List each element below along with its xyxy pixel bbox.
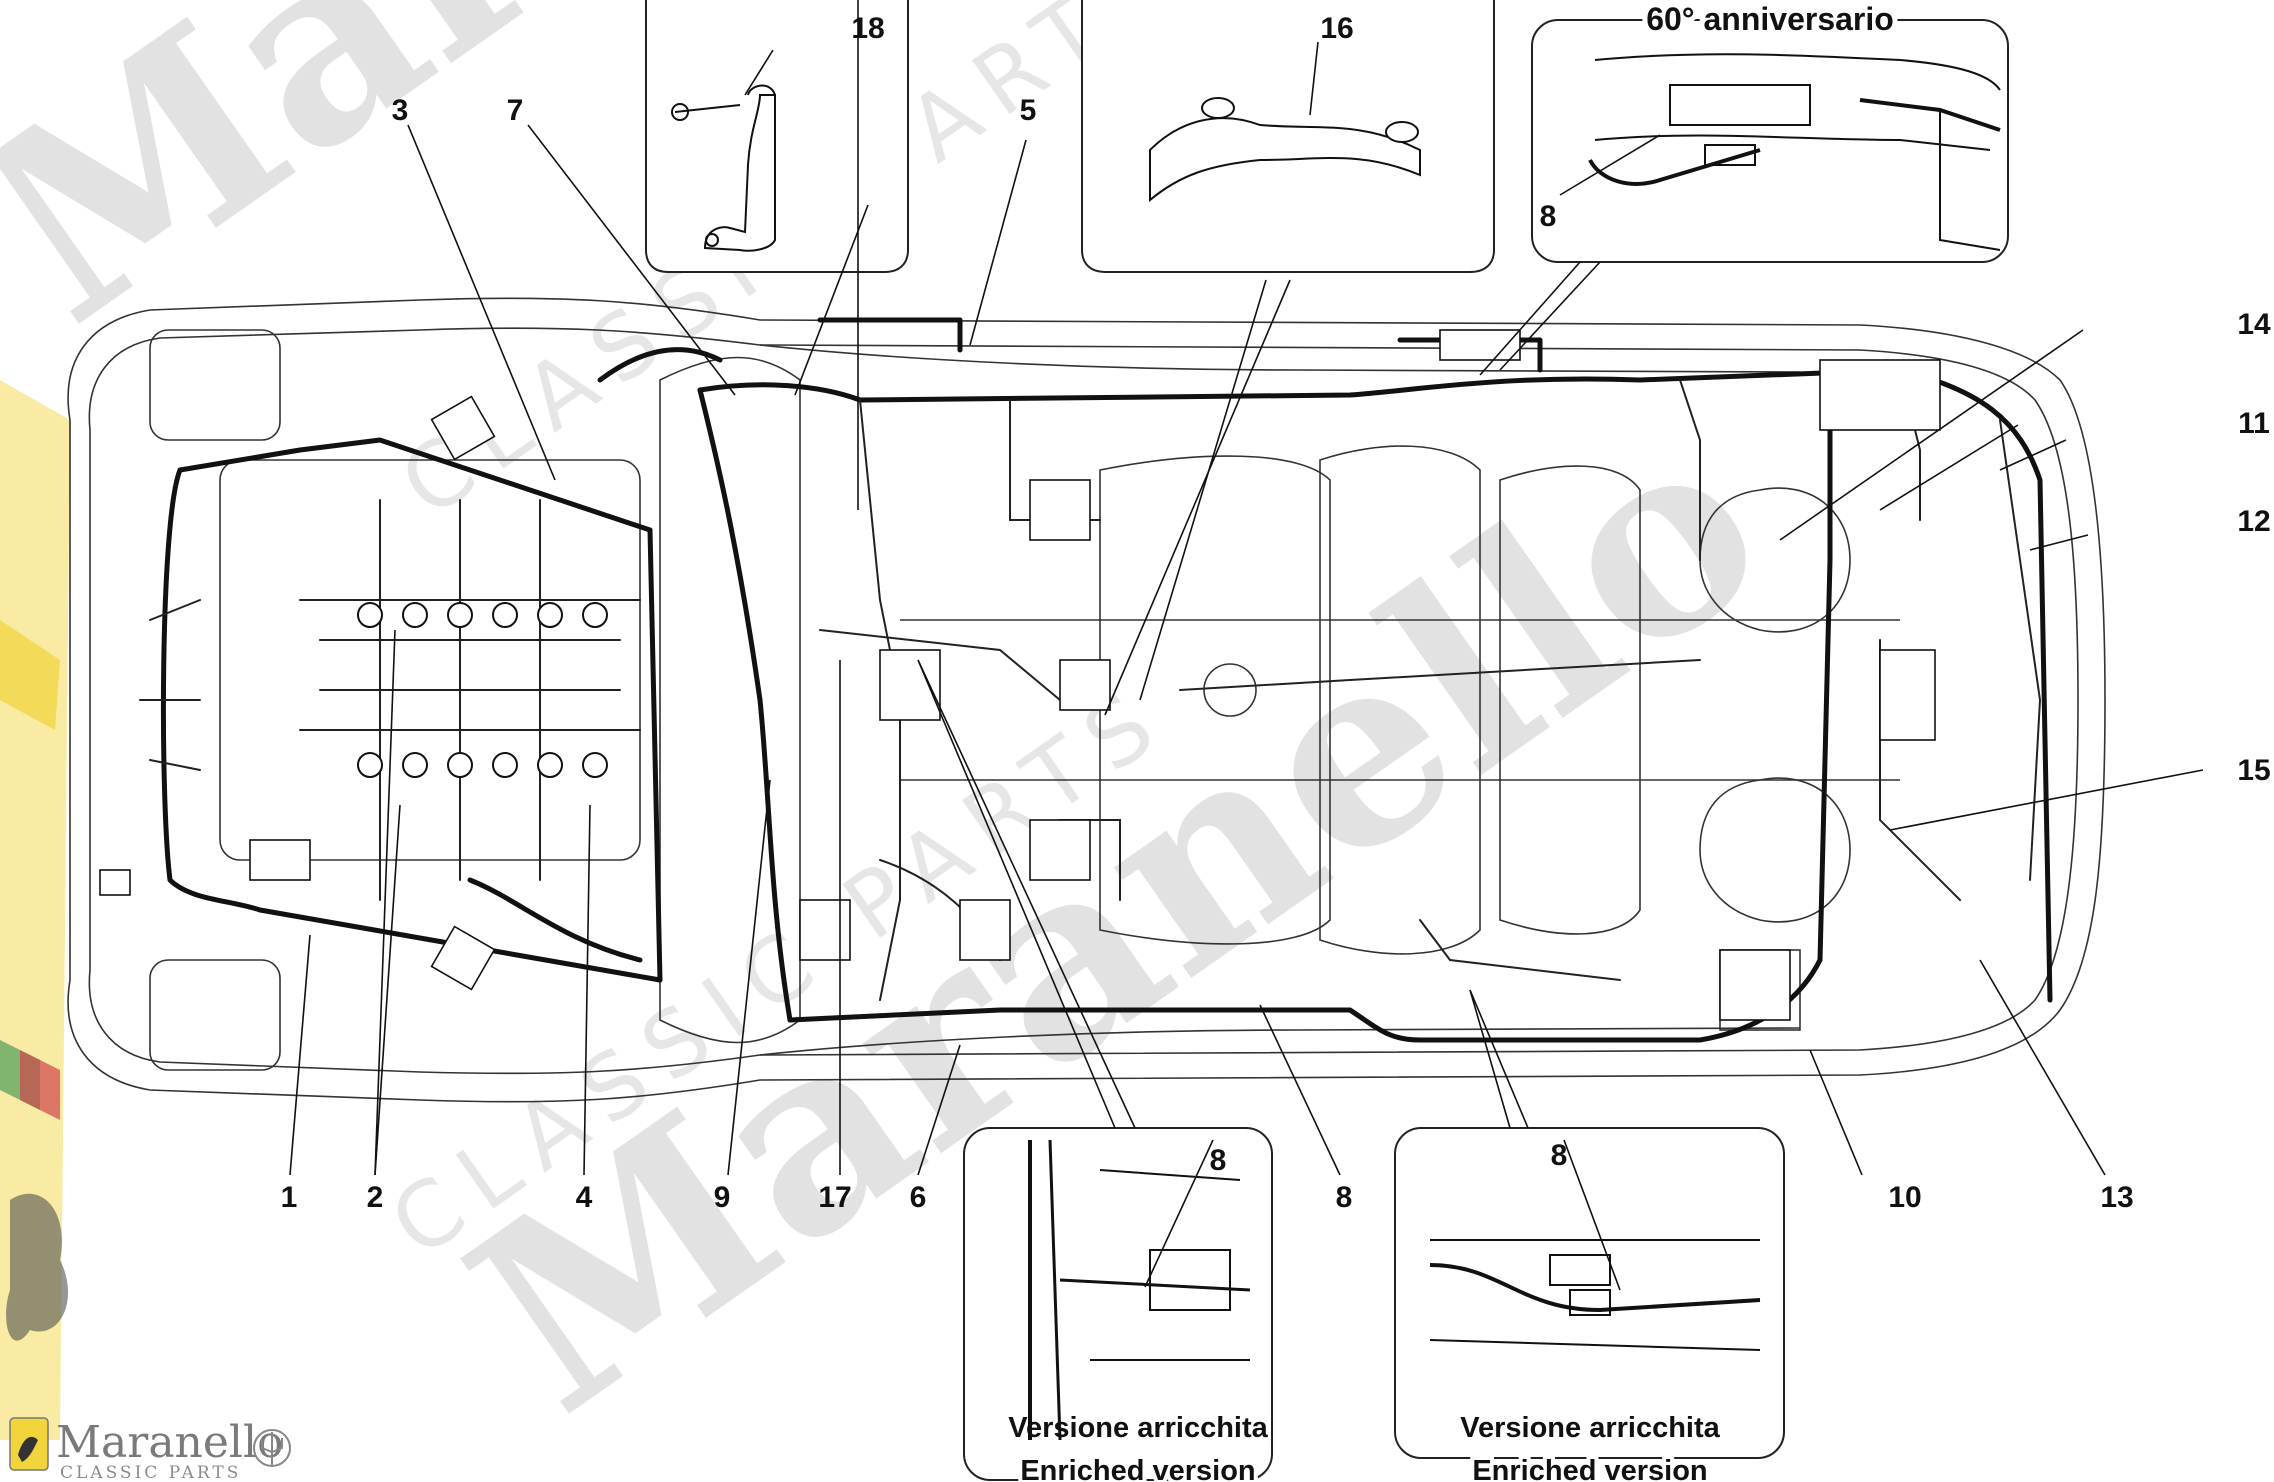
maranello-logo: Maranello CLASSIC PARTS <box>9 1417 291 1482</box>
prancing-horse-badge <box>0 380 70 1440</box>
logo-name: Maranello <box>56 1417 284 1468</box>
callout-2: 2 <box>367 1181 384 1214</box>
inset-enriched-right-detail <box>1429 1239 1761 1351</box>
engine-cylinder-banks <box>357 602 608 778</box>
trident-icon <box>253 1429 291 1467</box>
enriched-left-callout-8: 8 <box>1210 1144 1227 1177</box>
callout-7: 7 <box>507 94 524 127</box>
callout-4: 4 <box>576 1181 593 1214</box>
callout-14: 14 <box>2237 308 2271 341</box>
callout-18: 18 <box>851 12 884 45</box>
callout-9: 9 <box>714 1181 731 1214</box>
callout-13: 13 <box>2100 1181 2133 1214</box>
callout-8-main: 8 <box>1336 1181 1353 1214</box>
inset-enriched-left-detail <box>1028 1139 1251 1441</box>
inset-frames <box>645 0 2009 1481</box>
callout-6: 6 <box>910 1181 927 1214</box>
callout-3: 3 <box>392 94 409 127</box>
leader-lines <box>289 0 2204 1291</box>
enriched-right-callout-8: 8 <box>1551 1139 1568 1172</box>
callout-12: 12 <box>2237 505 2270 538</box>
anniversary-callout-8: 8 <box>1540 200 1557 233</box>
enriched-right-caption-it: Versione arricchita <box>1460 1412 1720 1444</box>
enriched-left-caption-en: Enriched version <box>1020 1455 1255 1482</box>
inset-anniversary-detail <box>1588 53 2001 251</box>
callout-10: 10 <box>1888 1181 1921 1214</box>
callout-5: 5 <box>1020 94 1037 127</box>
enriched-right-caption-en: Enriched version <box>1472 1455 1707 1482</box>
inset-captions: 60° anniversario 8 8 8 Versione arricchi… <box>1008 0 1899 1482</box>
callout-16: 16 <box>1320 12 1353 45</box>
inset-cover-16 <box>1149 97 1421 203</box>
connectors <box>99 329 1941 1021</box>
car-body-outline <box>67 297 2106 1103</box>
enriched-left-caption-it: Versione arricchita <box>1008 1412 1268 1444</box>
logo-sub: CLASSIC PARTS <box>60 1463 241 1482</box>
callout-15: 15 <box>2237 754 2270 787</box>
callout-labels: 1 2 3 4 5 6 7 8 9 10 11 12 13 14 15 16 1… <box>281 12 2271 1214</box>
callout-17: 17 <box>818 1181 851 1214</box>
anniversary-title: 60° anniversario <box>1646 1 1894 37</box>
callout-1: 1 <box>281 1181 298 1214</box>
inset-bracket-18 <box>671 84 776 252</box>
callout-11: 11 <box>2238 407 2270 440</box>
